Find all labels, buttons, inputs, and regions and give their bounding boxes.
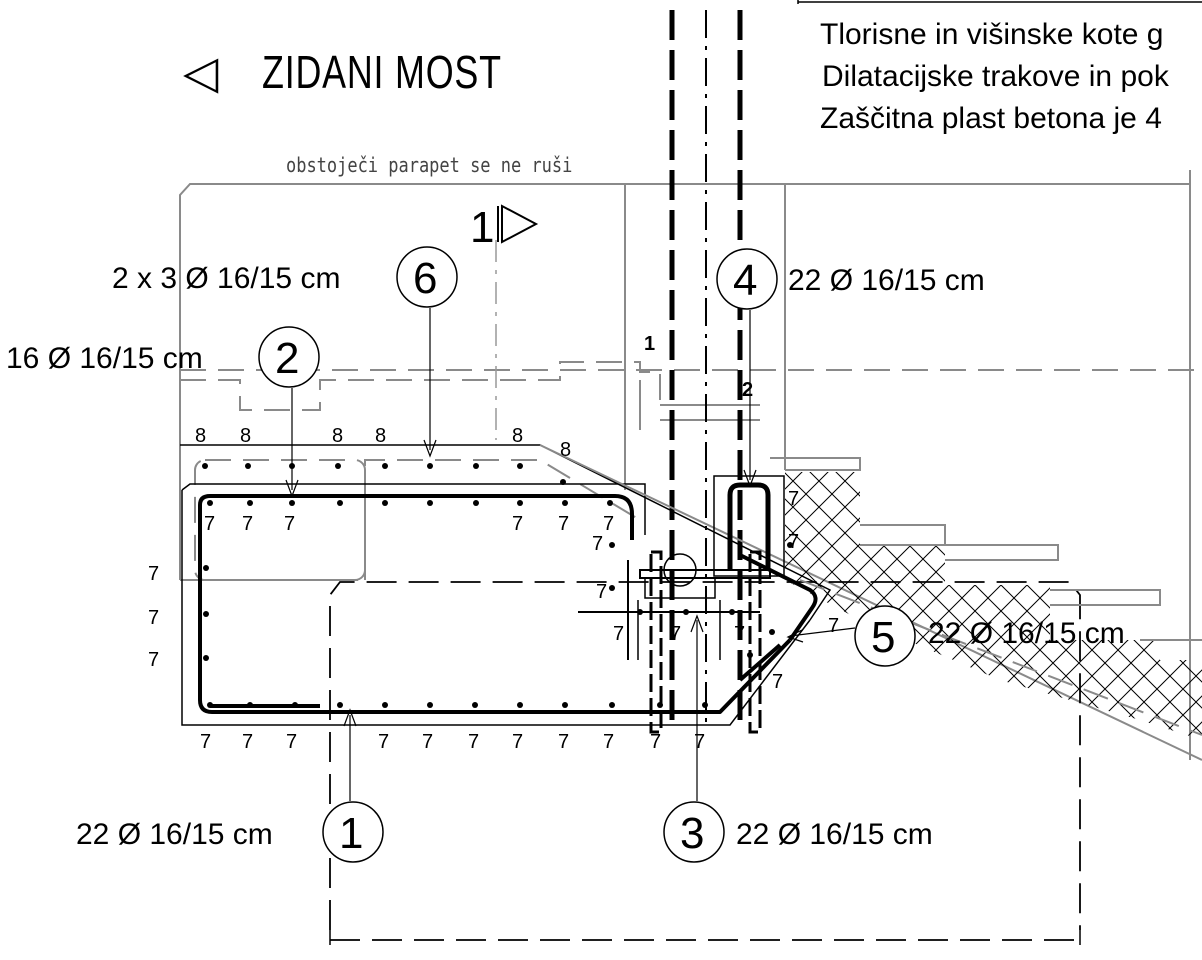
bar-mark-7: 7 (242, 513, 253, 535)
existing-parapet-outline (179, 170, 1191, 760)
bar-mark-7: 7 (613, 623, 624, 645)
bar-mark-7: 7 (204, 513, 215, 535)
position-4-label: 22 Ø 16/15 cm (788, 264, 985, 297)
section-mark: 1 (470, 203, 539, 252)
stair-mark-1: 1 (644, 333, 655, 355)
note-line-2: Dilatacijske trakove in pok (822, 60, 1170, 93)
position-2-number: 2 (275, 334, 299, 383)
position-1-label: 22 Ø 16/15 cm (76, 818, 273, 851)
bar-mark-7: 7 (422, 731, 433, 753)
joint-axis (495, 10, 743, 730)
position-3-label: 22 Ø 16/15 cm (736, 818, 933, 851)
bar-mark-7: 7 (148, 563, 159, 585)
bar-mark-7: 7 (788, 488, 799, 510)
position-4-number: 4 (733, 256, 757, 305)
bar-mark-7: 7 (200, 731, 211, 753)
anchor-bars (578, 550, 771, 734)
bar-mark-7: 7 (596, 581, 607, 603)
position-6-label: 2 x 3 Ø 16/15 cm (112, 262, 340, 295)
bar-mark-7: 7 (734, 623, 745, 645)
bar-mark-7: 7 (592, 533, 603, 555)
position-3-number: 3 (680, 809, 704, 858)
bar-mark-8: 8 (332, 425, 343, 447)
bar-mark-7: 7 (772, 671, 783, 693)
bar-mark-7: 7 (286, 731, 297, 753)
bar-mark-7: 7 (694, 731, 705, 753)
bar-mark-7: 7 (468, 731, 479, 753)
direction-title: ◁ ZIDANI MOST (183, 46, 502, 98)
bar-mark-7: 7 (788, 531, 799, 553)
position-5-label: 22 Ø 16/15 cm (928, 617, 1125, 650)
direction-arrow-icon: ◁ (183, 46, 219, 98)
title-text: ZIDANI MOST (262, 47, 502, 98)
bar-mark-8: 8 (375, 425, 386, 447)
position-1-number: 1 (339, 809, 363, 858)
bar-mark-7: 7 (603, 731, 614, 753)
bar-mark-labels: 8 8 8 8 8 8 7 7 7 7 7 7 7 7 7 7 7 7 7 7 … (148, 333, 839, 753)
position-2-label: 16 Ø 16/15 cm (6, 342, 203, 375)
stair-mark-2: 2 (742, 379, 753, 401)
bar-mark-7: 7 (148, 649, 159, 671)
bar-mark-7: 7 (512, 731, 523, 753)
existing-slab-outline (180, 459, 641, 581)
bar-mark-8: 8 (195, 425, 206, 447)
bar-mark-8: 8 (560, 439, 571, 461)
bar-mark-7: 7 (603, 513, 614, 535)
bar-mark-7: 7 (148, 607, 159, 629)
position-markers: 6 2 x 3 Ø 16/15 cm 2 16 Ø 16/15 cm 4 22 … (6, 246, 1125, 863)
note-line-1: Tlorisne in višinske kote g (820, 18, 1163, 51)
bar-mark-7: 7 (284, 513, 295, 535)
bar-mark-8: 8 (512, 425, 523, 447)
bar-mark-7: 7 (242, 731, 253, 753)
bar-mark-7: 7 (558, 513, 569, 535)
notes-block: Tlorisne in višinske kote g Dilatacijske… (797, 0, 1202, 135)
bar-mark-7: 7 (558, 731, 569, 753)
position-6-number: 6 (413, 254, 437, 303)
bar-mark-7: 7 (828, 615, 839, 637)
rebar-dots (202, 463, 793, 708)
bar-mark-7: 7 (650, 731, 661, 753)
existing-deck-lines (180, 361, 1202, 430)
stairs (770, 457, 1202, 740)
bar-mark-7: 7 (670, 623, 681, 645)
position-5-number: 5 (871, 613, 895, 662)
parapet-note: obstoječi parapet se ne ruši (286, 155, 572, 178)
section-mark-number: 1 (470, 203, 494, 252)
bar-mark-7: 7 (378, 731, 389, 753)
bar-mark-8: 8 (240, 425, 251, 447)
bar-mark-7: 7 (512, 513, 523, 535)
note-line-3: Zaščitna plast betona je 4 (820, 102, 1162, 135)
